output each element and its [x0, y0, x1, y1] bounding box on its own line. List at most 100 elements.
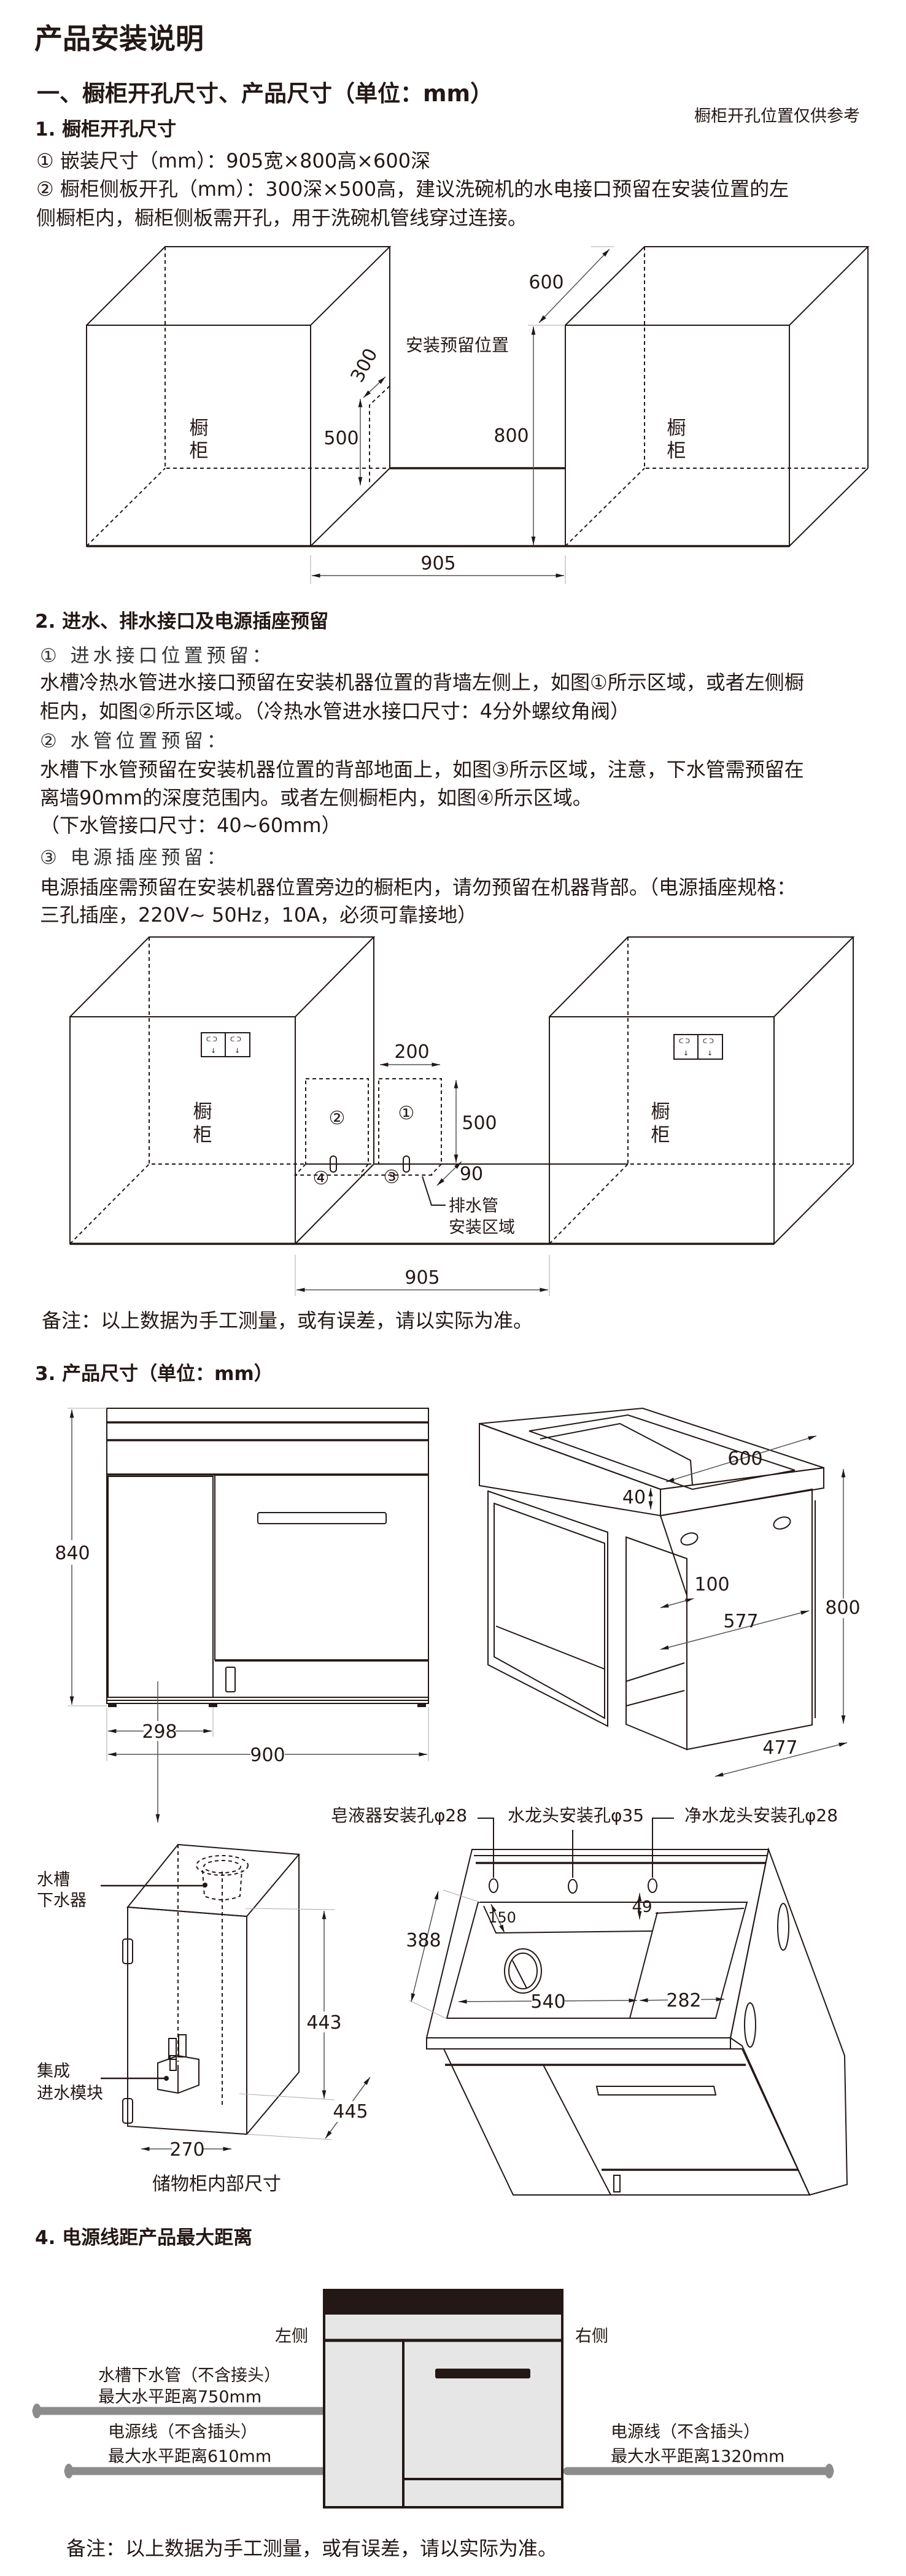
dim-282: 282 — [666, 1990, 701, 2011]
inlet-module-label: 进水模块 — [37, 2084, 103, 2103]
cabinet-label: 橱 — [193, 1101, 212, 1123]
dim-445: 445 — [333, 2101, 368, 2123]
dim-840: 840 — [55, 1543, 90, 1564]
svg-text:↓: ↓ — [707, 1049, 713, 1057]
install-position-label: 安装预留位置 — [406, 335, 509, 355]
sink-drain-label: 下水器 — [37, 1891, 87, 1910]
zone-3-label: ③ — [384, 1167, 400, 1188]
reference-note: 橱柜开孔位置仅供参考 — [694, 107, 860, 126]
dim-40: 40 — [622, 1487, 646, 1508]
page-title: 产品安装说明 — [34, 22, 204, 55]
door-handle — [595, 2086, 717, 2096]
dim-600: 600 — [727, 1448, 762, 1470]
zone-4-label: ④ — [313, 1168, 330, 1189]
dim-540: 540 — [530, 1991, 565, 2013]
purified-faucet-hole — [648, 1878, 657, 1893]
hinge — [122, 2098, 133, 2124]
left-cabinet — [86, 246, 392, 547]
pipe-icon — [330, 1155, 337, 1173]
spec-line: ② 橱柜侧板开孔（mm）：300深×500高，建议洗碗机的水电接口预留在安装位置… — [36, 177, 789, 201]
door-handle — [257, 1512, 387, 1524]
pipe-icon — [403, 1155, 410, 1173]
dim-90: 90 — [460, 1163, 483, 1185]
dim-477: 477 — [762, 1737, 797, 1759]
dim-900: 900 — [250, 1745, 285, 1766]
control-panel — [225, 1667, 236, 1692]
sink-top-view: 皂液器安装孔φ28 水龙头安装孔φ35 净水龙头安装孔φ28 388 150 4… — [331, 1805, 848, 2196]
side-handle — [744, 2002, 756, 2048]
spec-line: 侧橱柜内，橱柜侧板需开孔，用于洗碗机管线穿过连接。 — [36, 206, 528, 229]
inlet-module-label: 集成 — [37, 2062, 70, 2081]
storage-cabinet-diagram: 443 445 270 — [101, 1843, 371, 2161]
dim-49: 49 — [632, 1898, 652, 1916]
svg-text:ᑕ ᑐ: ᑕ ᑐ — [703, 1038, 714, 1045]
drain-zone-label: 安装区域 — [449, 1218, 515, 1237]
storage-caption: 储物柜内部尺寸 — [152, 2173, 281, 2195]
drain-zone-label: 排水管 — [449, 1197, 498, 1216]
side-handle — [680, 1532, 699, 1546]
svg-text:ᑕ ᑐ: ᑕ ᑐ — [679, 1038, 690, 1045]
dim-150: 150 — [488, 1909, 516, 1926]
door-handle — [435, 2369, 530, 2378]
dim-500: 500 — [462, 1113, 497, 1134]
cabinet-label: 橱 — [651, 1101, 670, 1123]
dim-443: 443 — [306, 2012, 341, 2034]
cabinet-label: 柜 — [667, 440, 686, 462]
body-line: 离墙90mm的深度范围内。或者左侧橱柜内，如图④所示区域。 — [40, 786, 592, 809]
svg-text:↓: ↓ — [683, 1049, 689, 1057]
side-handle — [777, 1903, 789, 1951]
spec-line: ① 嵌装尺寸（mm）：905宽×800高×600深 — [36, 149, 431, 172]
soap-dispenser-hole-label: 皂液器安装孔φ28 — [331, 1805, 467, 1826]
faucet-hole — [568, 1879, 578, 1894]
right-cabinet — [565, 246, 870, 547]
drain-hole — [504, 1948, 542, 1994]
subheading-cord-distance: 4. 电源线距产品最大距离 — [35, 2227, 253, 2249]
product-front-view: 840 298 900 — [55, 1408, 429, 1822]
dim-800: 800 — [825, 1597, 860, 1619]
body-line: 水槽下水管预留在安装机器位置的背部地面上，如图③所示区域，注意，下水管需预留在 — [40, 758, 804, 781]
cabinet-label: 橱 — [667, 417, 686, 439]
right-side-label: 右侧 — [575, 2327, 608, 2346]
svg-text:↓: ↓ — [211, 1047, 216, 1055]
subheading-cabinet-opening: 1. 橱柜开孔尺寸 — [35, 118, 177, 141]
faucet-hole-label: 水龙头安装孔φ35 — [508, 1805, 644, 1826]
drain-pipe-label: 水槽下水管（不含接头） — [98, 2366, 281, 2385]
dim-388: 388 — [406, 1930, 441, 1951]
power-cord-right-distance: 最大水平距离1320mm — [611, 2447, 785, 2466]
soap-dispenser-hole — [489, 1878, 498, 1893]
item-title: ③ 电源插座预留： — [40, 847, 230, 869]
body-line: 电源插座需预留在安装机器位置旁边的橱柜内，请勿预留在机器背部。（电源插座规格： — [40, 876, 797, 899]
socket-icon: ᑕ ᑐ ᑕ ᑐ ↓ ↓ — [201, 1032, 250, 1057]
purified-faucet-hole-label: 净水龙头安装孔φ28 — [684, 1805, 838, 1826]
dim-200: 200 — [394, 1041, 429, 1063]
item-title: ① 进水接口位置预留： — [40, 645, 275, 667]
zone-1-label: ① — [398, 1103, 415, 1124]
svg-text:↓: ↓ — [234, 1047, 240, 1055]
cabinet-label: 柜 — [190, 440, 209, 462]
svg-text:ᑕ ᑐ: ᑕ ᑐ — [206, 1036, 217, 1043]
dim-600: 600 — [528, 272, 563, 293]
dim-270: 270 — [169, 2139, 204, 2161]
cabinet-opening-diagram: 橱 柜 橱 柜 安装预留位置 600 300 500 800 905 — [86, 246, 870, 584]
hinge — [122, 1938, 133, 1964]
power-cord-left-label: 电源线（不含插头） — [108, 2423, 257, 2442]
power-cord-right-label: 电源线（不含插头） — [611, 2423, 760, 2442]
body-line: 水槽冷热水管进水接口预留在安装机器位置的背墙左侧上，如图①所示区域，或者左侧橱 — [40, 671, 804, 694]
sink-drain — [196, 1855, 249, 1876]
svg-text:ᑕ ᑐ: ᑕ ᑐ — [230, 1036, 241, 1043]
sink-drain-label: 水槽 — [37, 1870, 70, 1889]
dim-500: 500 — [323, 428, 358, 449]
side-handle — [773, 1516, 791, 1530]
section1-heading: 一、橱柜开孔尺寸、产品尺寸（单位：mm） — [37, 80, 494, 107]
left-side-label: 左侧 — [275, 2327, 308, 2346]
dim-298: 298 — [142, 1721, 177, 1743]
product-front — [323, 2289, 563, 2509]
disclaimer-note: 备注：以上数据为手工测量，或有误差，请以实际为准。 — [66, 2537, 558, 2560]
cabinet-label: 橱 — [190, 417, 209, 439]
zone-2-label: ② — [329, 1108, 346, 1129]
power-cord-left-distance: 最大水平距离610mm — [108, 2447, 272, 2466]
cord-distance-diagram — [32, 2289, 834, 2509]
body-line: 柜内，如图②所示区域。（冷热水管进水接口尺寸：4分外螺纹角阀） — [40, 700, 630, 723]
